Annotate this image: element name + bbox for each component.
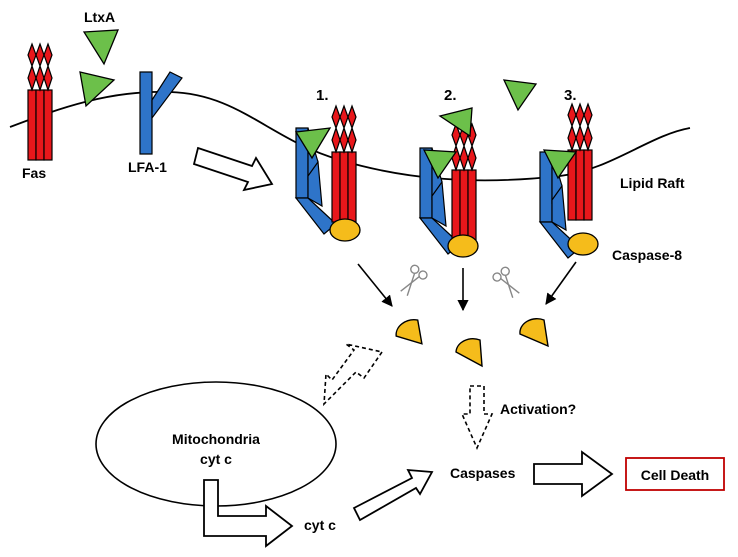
complex-2 bbox=[419, 107, 479, 258]
cyt-c-inner-label: cyt c bbox=[200, 451, 232, 467]
cleaved-caspase-1 bbox=[395, 319, 423, 345]
fas-complex-3 bbox=[567, 103, 593, 221]
caspases-label: Caspases bbox=[450, 465, 516, 481]
caspase8-label: Caspase-8 bbox=[612, 247, 682, 263]
ltxa-toxin-mid bbox=[79, 71, 116, 108]
cleaved-caspase-2 bbox=[455, 338, 483, 368]
ltxa-bound-3 bbox=[542, 149, 578, 180]
fas-label: Fas bbox=[22, 165, 46, 181]
scissors-icon bbox=[492, 266, 520, 298]
ltxa-bound-2b bbox=[422, 149, 458, 180]
ltxa-label: LtxA bbox=[84, 9, 115, 25]
lfa1-label: LFA-1 bbox=[128, 159, 167, 175]
step-1-label: 1. bbox=[316, 87, 329, 104]
arrow-cleave-3 bbox=[545, 261, 577, 305]
step-2-label: 2. bbox=[444, 87, 457, 104]
caspase8-complex-3 bbox=[567, 232, 599, 256]
cleaved-caspase-3 bbox=[519, 318, 549, 348]
fas-complex-1 bbox=[331, 105, 357, 223]
caspase8-complex-2 bbox=[447, 234, 479, 258]
activation-label: Activation? bbox=[500, 401, 576, 417]
ltxa-bound-1 bbox=[294, 127, 332, 160]
dashed-arrow-to-mitochondria bbox=[323, 343, 384, 407]
cell-death-box bbox=[625, 457, 725, 491]
arrow-cleave-1 bbox=[357, 263, 393, 307]
mitochondria-label: Mitochondria bbox=[172, 431, 260, 447]
lipid-raft-label: Lipid Raft bbox=[620, 175, 685, 191]
ltxa-bound-2a bbox=[438, 107, 473, 138]
hollow-arrow-to-complexes bbox=[192, 146, 274, 192]
cyt-c-released-label: cyt c bbox=[304, 517, 336, 533]
hollow-arrow-to-cell-death bbox=[533, 450, 614, 498]
hollow-arrow-cyt-c-release bbox=[203, 479, 294, 548]
fas-receptor-free bbox=[27, 43, 53, 161]
hollow-arrow-cytc-to-caspases bbox=[352, 468, 434, 522]
dashed-arrow-activation bbox=[460, 385, 494, 450]
complex-1 bbox=[294, 105, 361, 242]
fas-complex-2 bbox=[451, 123, 477, 241]
ltxa-toxin-top bbox=[82, 29, 119, 66]
cell-death-label: Cell Death bbox=[641, 467, 709, 483]
step-3-label: 3. bbox=[564, 87, 577, 104]
ltxa-toxin-free bbox=[502, 79, 538, 112]
complex-3 bbox=[539, 103, 599, 259]
lfa1-receptor-free bbox=[139, 71, 183, 155]
scissors-icon bbox=[400, 264, 428, 296]
caspase8-complex-1 bbox=[329, 218, 361, 242]
